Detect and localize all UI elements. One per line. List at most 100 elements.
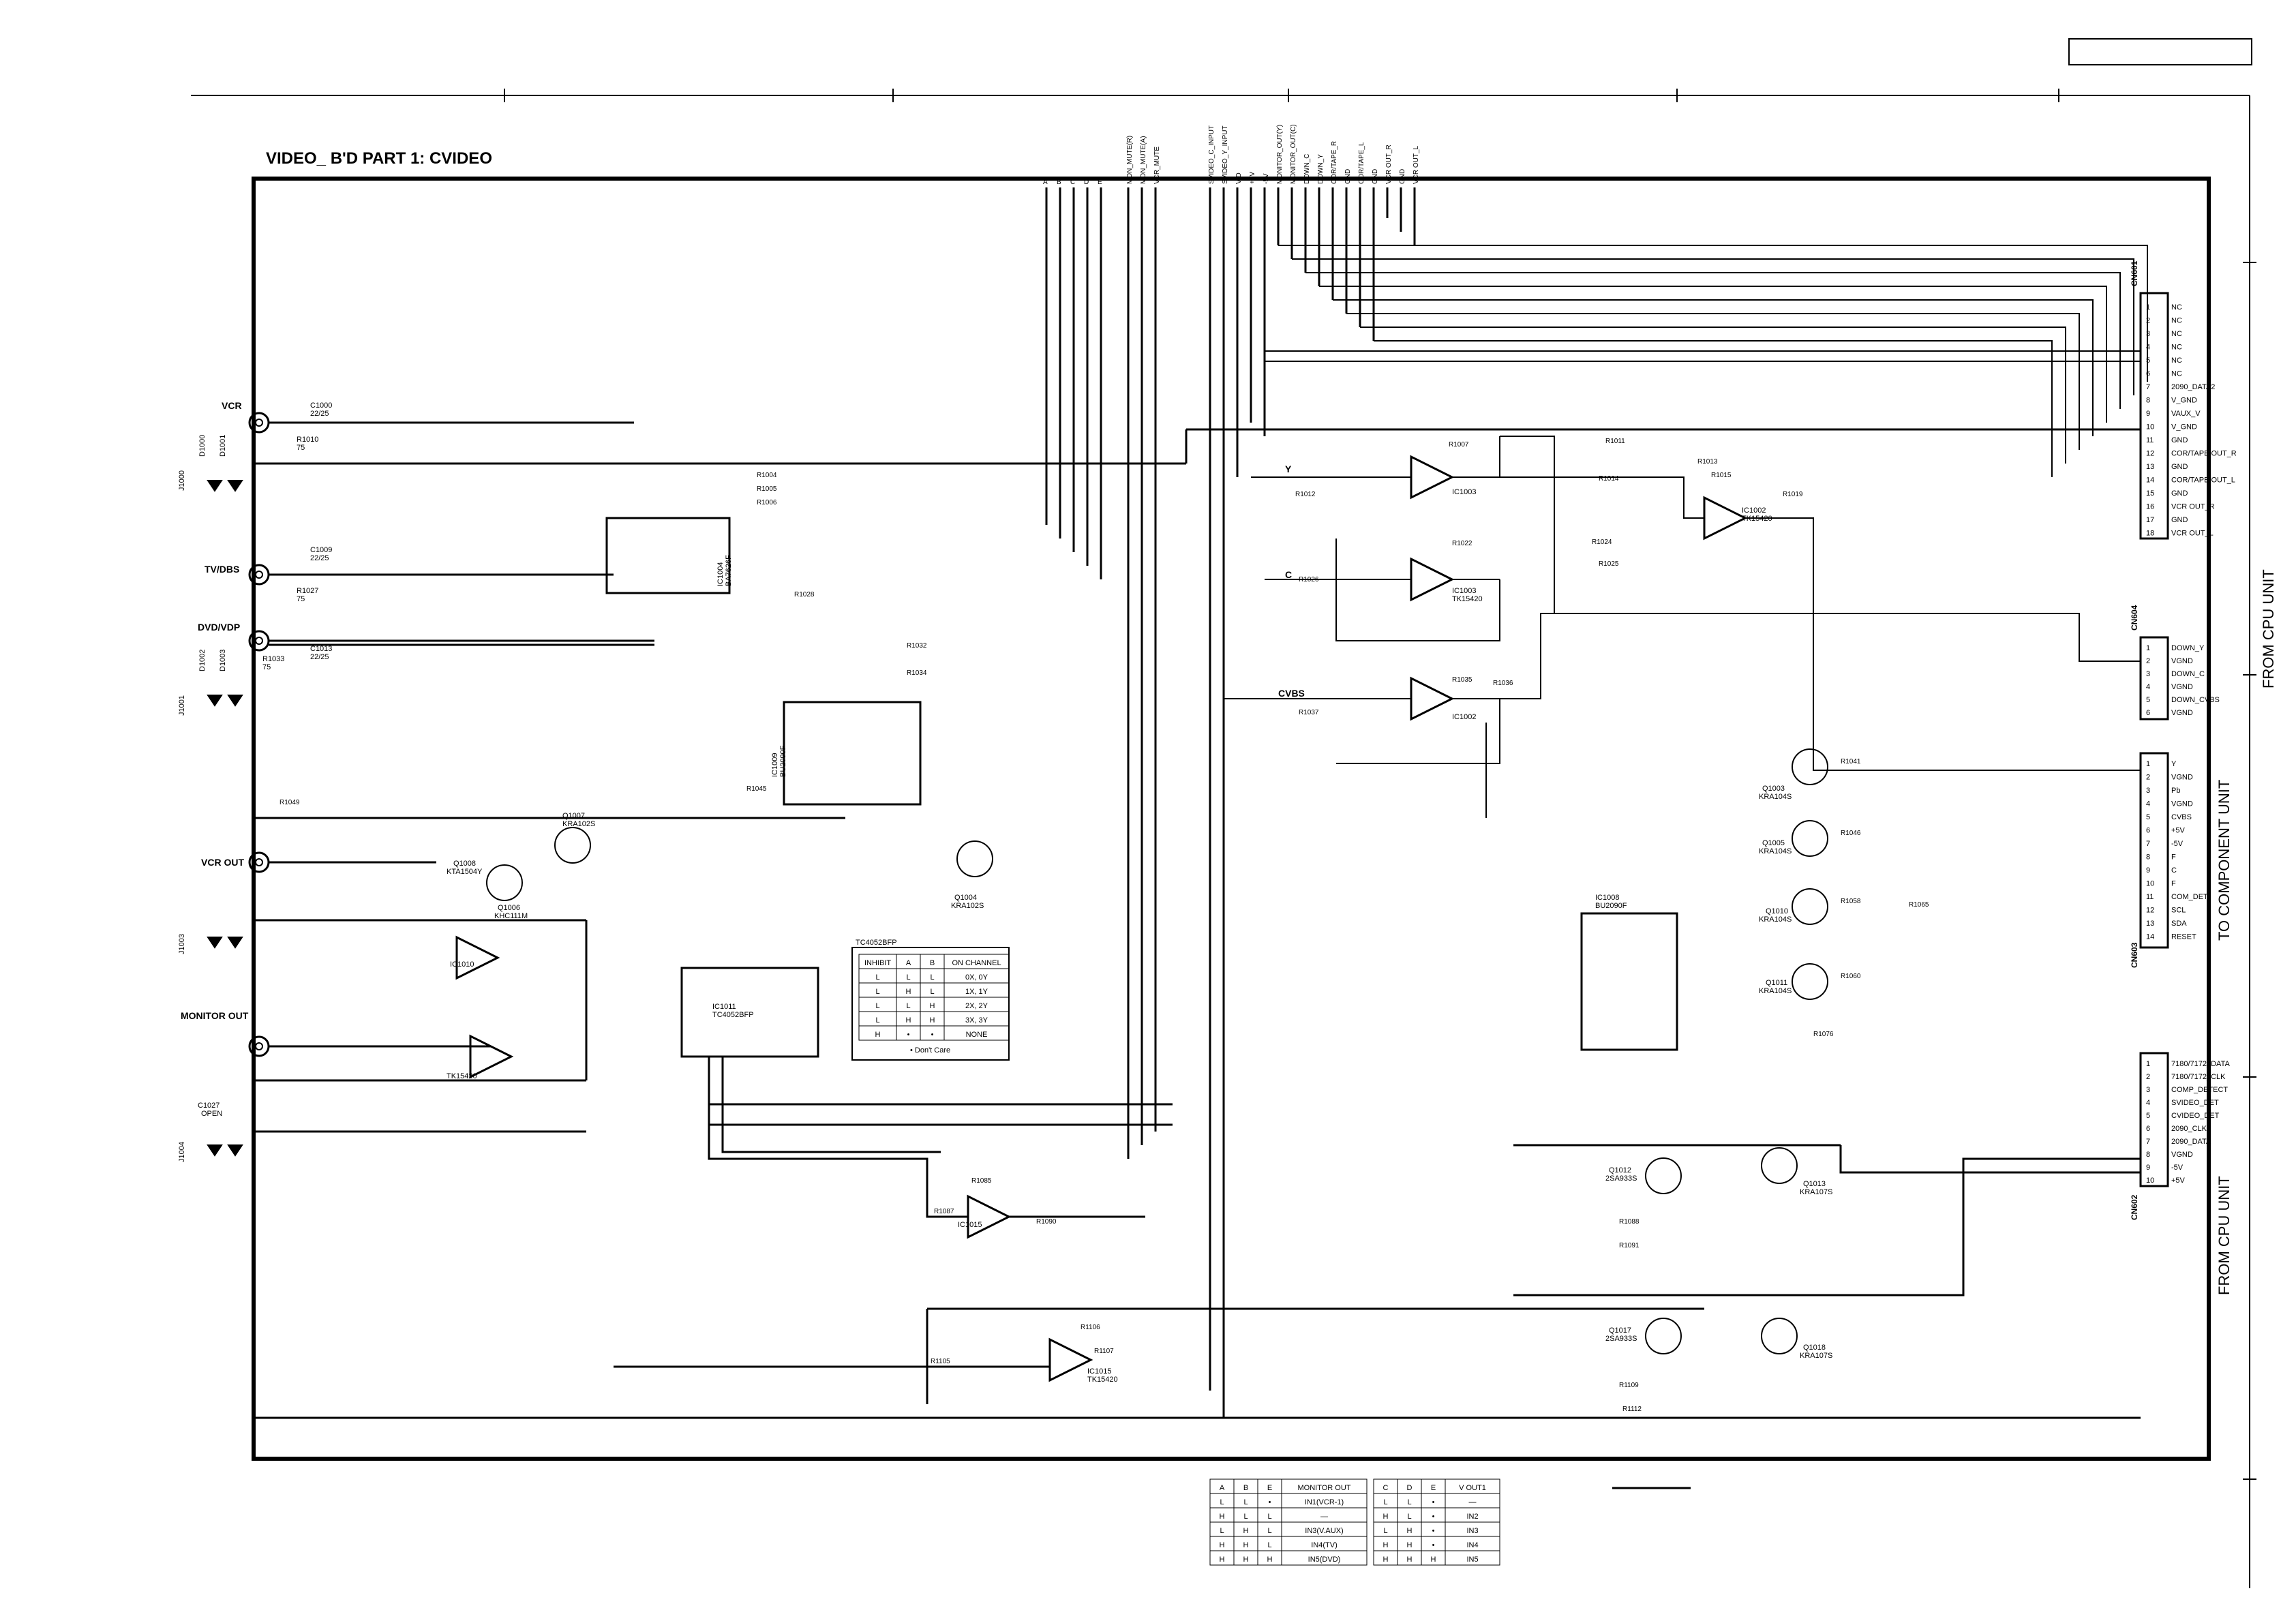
cn603-pin-num: 6: [2146, 827, 2150, 835]
cn603-pin-label: SDA: [2171, 920, 2187, 928]
cn601-pin-num: 8: [2146, 397, 2150, 405]
table-cell-text: H: [875, 1031, 881, 1039]
table-cell-text: B: [1243, 1484, 1248, 1492]
q1017-ref: Q1017: [1609, 1326, 1631, 1335]
ic1004-ref: IC1004: [716, 562, 725, 586]
cn601-pin-label: V_GND: [2171, 397, 2197, 405]
tc4052-table-title: TC4052BFP: [856, 939, 897, 947]
ic1011-chip: IC1011 TC4052BFP: [680, 967, 819, 1058]
resistor-label: R1058: [1841, 898, 1861, 905]
cn604-pin-label: VGND: [2171, 709, 2193, 717]
ic1003-ref: IC1003: [1452, 488, 1476, 496]
resistor-label: R1013: [1697, 458, 1718, 466]
r1033-val: 75: [262, 663, 271, 671]
q1017-part: 2SA933S: [1605, 1335, 1637, 1343]
ic1015b-part: TK15420: [1087, 1376, 1118, 1384]
cn601-pin-label: NC: [2171, 303, 2182, 312]
bus-d-label: D: [1084, 179, 1089, 186]
cn603-pin-label: Pb: [2171, 787, 2180, 795]
jack-vcr-label: VCR: [222, 400, 242, 411]
cn602-pin-num: 1: [2146, 1060, 2150, 1068]
q1018-ref: Q1018: [1803, 1344, 1826, 1352]
cn601-pin-num: 1: [2146, 303, 2150, 312]
jack-monout: MONITOR OUT: [181, 1010, 270, 1057]
table-cell-text: •: [907, 1031, 910, 1039]
cor-tape-r-label: COR/TAPE_R: [1331, 141, 1338, 184]
esd-diodes: [207, 480, 243, 1157]
table-cell: [943, 1025, 1010, 1041]
cn603-pin-num: 12: [2146, 907, 2154, 915]
cn602-pin-num: 4: [2146, 1099, 2150, 1107]
cn604-pin-num: 2: [2146, 657, 2150, 665]
table-cell-text: E: [1267, 1484, 1272, 1492]
table-cell-text: L: [1220, 1527, 1224, 1535]
table-cell-text: H: [1220, 1556, 1225, 1564]
monitor-out-c-label: MONITOR_OUT(C): [1290, 124, 1297, 184]
cn601-pin-num: 3: [2146, 330, 2150, 338]
vcr-out-l-label: VCR OUT_L: [1413, 145, 1420, 184]
resistor-label: R1012: [1295, 491, 1316, 498]
resistor-label: R1006: [757, 499, 777, 506]
q1013-ref: Q1013: [1803, 1180, 1826, 1188]
resistor-label: R1022: [1452, 540, 1472, 547]
cn604-pin-label: VGND: [2171, 657, 2193, 665]
q1008-part: KTA1504Y: [447, 868, 483, 876]
table-cell-text: •: [1432, 1527, 1435, 1535]
table-cell-text: L: [930, 973, 934, 982]
table-cell-text: H: [906, 988, 911, 996]
table-cell-text: L: [1243, 1498, 1248, 1506]
cn604-pin-num: 5: [2146, 696, 2150, 704]
cn604-pin-num: 6: [2146, 709, 2150, 717]
cn601-pin-num: 4: [2146, 344, 2150, 352]
signal-cvbs-label: CVBS: [1278, 688, 1305, 699]
side-text-from-cpu-top: FROM CPU UNIT: [2260, 569, 2277, 688]
cn602-pin-num: 9: [2146, 1164, 2150, 1172]
q1012-ref: Q1012: [1609, 1166, 1631, 1174]
bus-group-b: MON_MUTE(R) MON_MUTE(A) VCR_MUTE: [1126, 136, 1161, 1159]
cn603-pin-label: COM_DET: [2171, 893, 2208, 901]
jack-vcrout: VCR OUT: [201, 851, 270, 873]
cn602-pin-label: SVIDEO_DET: [2171, 1099, 2219, 1107]
r1027-ref: R1027: [297, 587, 318, 595]
cn601-pin-num: 11: [2146, 436, 2154, 444]
cn601-label: CN601: [2130, 260, 2139, 286]
cn603-pin-label: Y: [2171, 760, 2177, 768]
cn603-pin-num: 10: [2146, 880, 2154, 888]
ic1009-ref: IC1009: [771, 753, 779, 777]
opamp-c: IC1003 TK15420: [1410, 557, 1483, 603]
bus-group-c-labels: SVIDEO_C_INPUT SVIDEO_Y_INPUT V/D +5V -5…: [1208, 124, 1420, 184]
table-cell-text: •: [1269, 1498, 1271, 1506]
cn601-pin-label: 2090_DATA2: [2171, 383, 2215, 391]
svideo-c-input-label: SVIDEO_C_INPUT: [1208, 125, 1215, 184]
table-cell-text: ON CHANNEL: [952, 959, 1001, 967]
cn601-connector: CN601: [2130, 260, 2169, 540]
bus-group-c: [1209, 187, 1416, 1418]
cn602-pin-label: 7180/7172_CLK: [2171, 1073, 2226, 1081]
cn601-pin-label: NC: [2171, 344, 2182, 352]
table-cell-text: H: [1407, 1556, 1413, 1564]
ic1002-ref: IC1002: [1452, 713, 1476, 721]
cn603-pin-num: 14: [2146, 933, 2154, 941]
table-cell-text: H: [1243, 1541, 1249, 1549]
table-cell-text: H: [1243, 1556, 1249, 1564]
cn601-pin-num: 6: [2146, 370, 2150, 378]
cn604-label: CN604: [2130, 605, 2139, 631]
c1013-val: 22/25: [310, 653, 329, 661]
resistor-label: R1041: [1841, 758, 1861, 765]
transistor-labels: Q1007 KRA102S Q1008 KTA1504Y Q1006 KHC11…: [447, 785, 1832, 1360]
q1010-part: KRA104S: [1759, 915, 1792, 924]
cn603-pin-num: 3: [2146, 787, 2150, 795]
table-cell-text: 2X, 2Y: [965, 1002, 988, 1010]
table-cell-text: H: [1267, 1556, 1273, 1564]
table-cell-text: L: [1267, 1527, 1271, 1535]
cn601-pin-label: GND: [2171, 516, 2188, 524]
resistor-label: R1004: [757, 472, 777, 479]
resistor-label: R1019: [1783, 491, 1803, 498]
j1004-ref: J1004: [178, 1142, 186, 1162]
table-cell-text: L: [1383, 1527, 1387, 1535]
bus-c-label: C: [1070, 179, 1075, 186]
table-cell-text: B: [930, 959, 935, 967]
cn603-pin-label: F: [2171, 880, 2176, 888]
